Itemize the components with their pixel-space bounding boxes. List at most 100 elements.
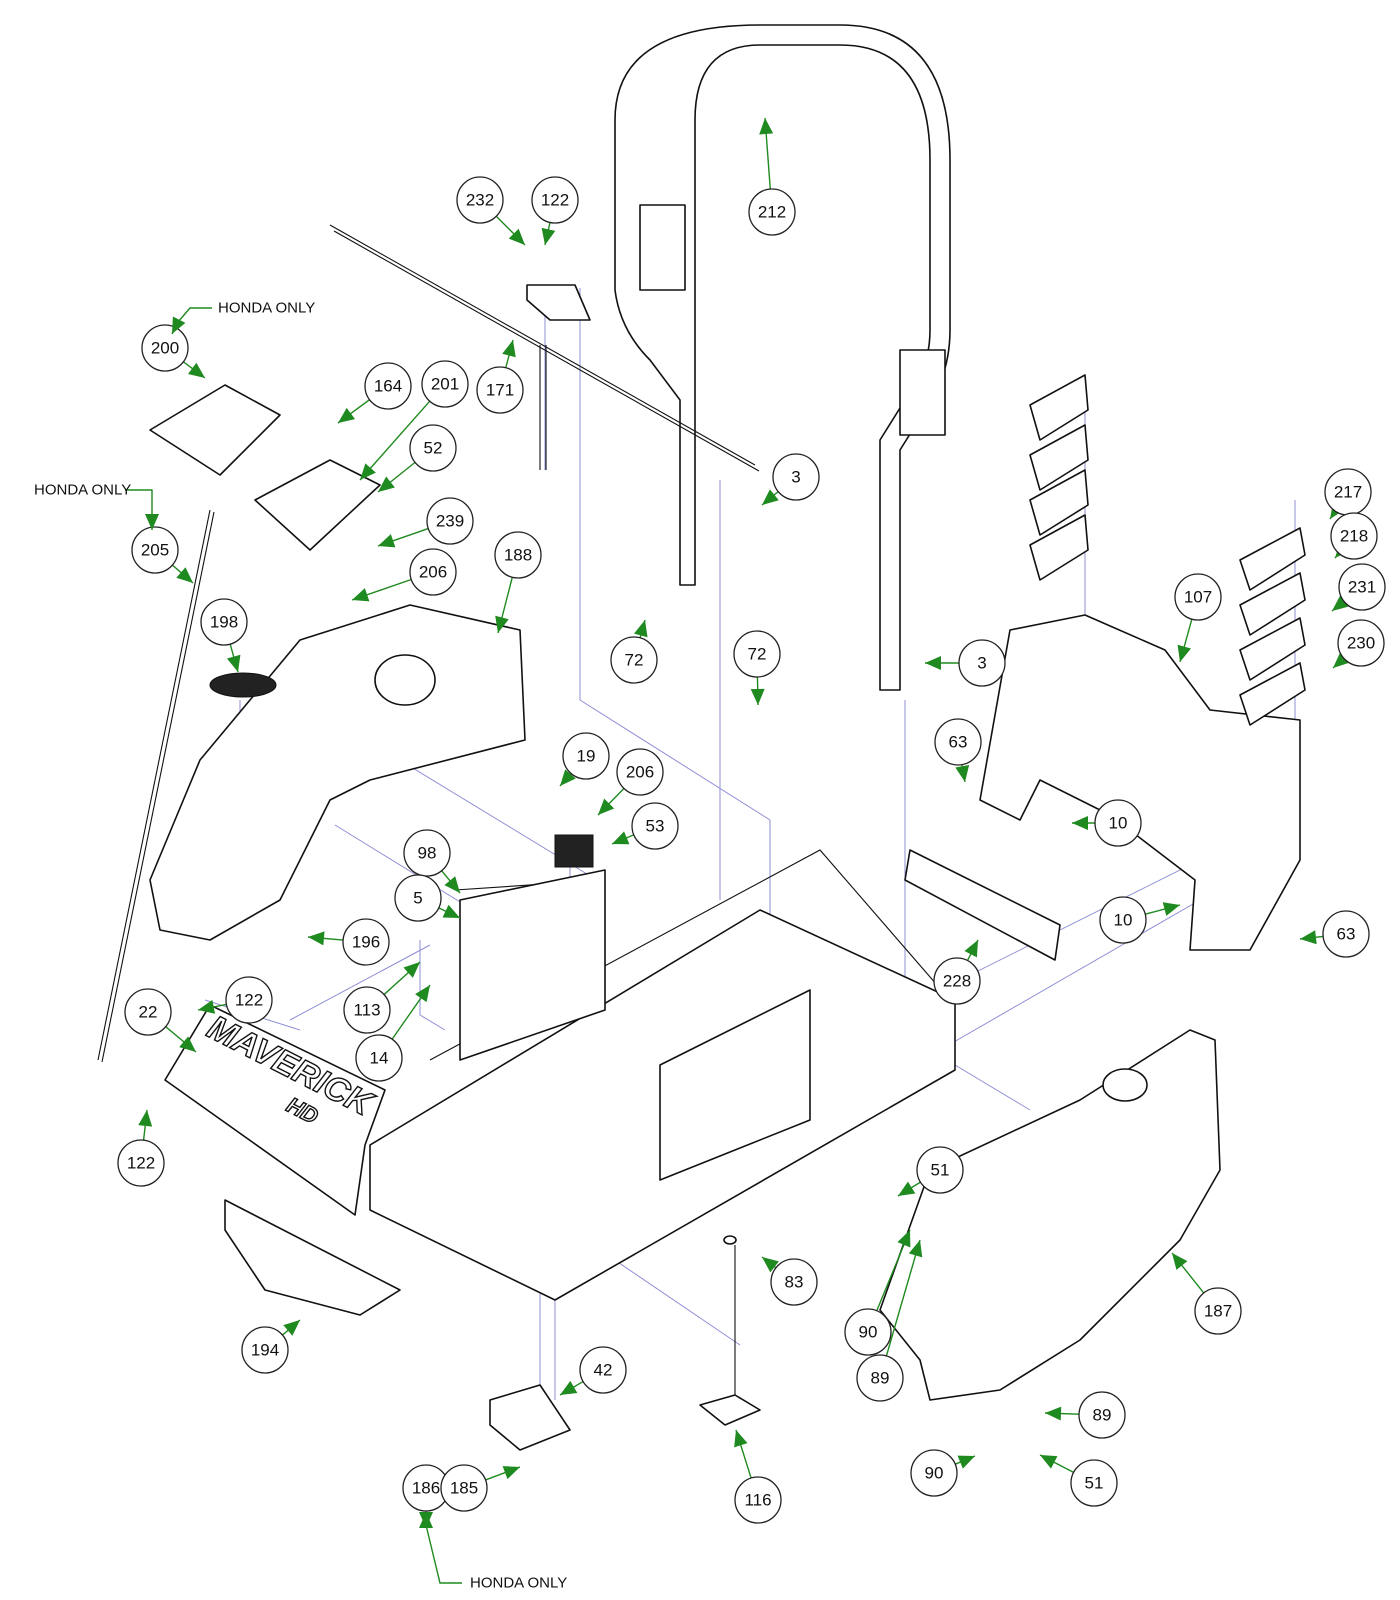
callout-14[interactable]: 14 [355,984,431,1082]
callout-balloon [403,829,451,877]
leader-arrowhead [598,798,615,815]
callout-number: 83 [785,1273,804,1292]
callout-balloon [856,1354,904,1402]
callout-19[interactable]: 19 [559,732,610,787]
callout-51[interactable]: 51 [897,1146,964,1197]
callout-42[interactable]: 42 [559,1346,627,1396]
leader-arrowhead [541,227,556,245]
leader-arrowhead [759,118,774,135]
callout-number: 10 [1109,814,1128,833]
note-text: HONDA ONLY [34,482,131,499]
callout-196[interactable]: 196 [307,918,390,966]
callout-89[interactable]: 89 [1044,1391,1126,1439]
callout-10[interactable]: 10 [1072,799,1142,847]
callout-51[interactable]: 51 [1039,1454,1118,1507]
frame-tower-right [659,989,811,1181]
callout-90[interactable]: 90 [910,1449,976,1497]
callout-205[interactable]: 205 [131,526,194,584]
callout-83[interactable]: 83 [761,1256,818,1306]
callout-201[interactable]: 201 [359,360,469,481]
callout-number: 231 [1348,578,1376,597]
callout-balloon [1078,1391,1126,1439]
leader-arrowhead [1300,930,1317,945]
callout-113[interactable]: 113 [343,961,421,1034]
decal-stack-right [1239,527,1306,726]
callout-number: 53 [646,817,665,836]
leader-arrowhead [750,688,765,705]
leader-arrowhead [403,962,420,978]
leader-arrowhead [762,489,779,505]
callout-balloon [364,362,412,410]
callout-187[interactable]: 187 [1171,1252,1242,1335]
callout-232[interactable]: 232 [456,176,526,246]
callout-122[interactable]: 122 [531,176,579,246]
callout-198[interactable]: 198 [200,598,248,673]
leader-arrowhead [1177,644,1192,662]
callout-98[interactable]: 98 [403,829,461,894]
callout-balloon [610,636,658,684]
rops-sleeve-left [639,204,686,291]
callout-122[interactable]: 122 [117,1109,165,1187]
callout-balloon [456,176,504,224]
callout-89[interactable]: 89 [856,1239,923,1402]
leader-arrowhead [378,534,396,548]
callout-3[interactable]: 3 [925,639,1006,687]
callout-107[interactable]: 107 [1174,573,1222,663]
callout-72[interactable]: 72 [733,630,781,706]
leader-arrowhead [495,615,509,633]
callout-188[interactable]: 188 [494,531,542,634]
leader-arrowhead [1045,1406,1062,1421]
callout-63[interactable]: 63 [934,718,982,783]
leader-arrowhead [502,1466,520,1480]
callout-228[interactable]: 228 [933,939,981,1005]
callout-balloon [910,1449,958,1497]
callout-number: 116 [744,1491,771,1510]
honda-only-note: HONDA ONLY [34,482,159,530]
callout-171[interactable]: 171 [476,339,524,414]
callout-number: 63 [949,733,968,752]
leader-line [885,1239,921,1357]
callout-230[interactable]: 230 [1332,619,1385,669]
frame-tower-left [459,869,606,1061]
callout-90[interactable]: 90 [844,1229,911,1356]
callout-200[interactable]: 200 [141,324,206,379]
callout-194[interactable]: 194 [241,1319,301,1374]
callout-balloon [1322,910,1370,958]
callout-balloon [958,639,1006,687]
callout-116[interactable]: 116 [734,1429,782,1524]
leader-arrowhead [502,340,516,358]
callout-185[interactable]: 185 [440,1464,521,1512]
callout-218[interactable]: 218 [1330,512,1378,560]
callout-63[interactable]: 63 [1299,910,1370,958]
callout-231[interactable]: 231 [1331,563,1386,612]
callout-3[interactable]: 3 [761,453,820,506]
callout-206[interactable]: 206 [597,748,664,816]
callout-206[interactable]: 206 [351,548,457,602]
leader-line [359,400,431,481]
callout-10[interactable]: 10 [1099,896,1181,944]
honda-only-note: HONDA ONLY [171,300,315,335]
leader-arrowhead [1332,595,1349,611]
callout-52[interactable]: 52 [377,424,457,493]
leader-arrowhead [1172,1253,1188,1270]
callout-number: 51 [1085,1474,1104,1493]
callout-72[interactable]: 72 [610,619,658,684]
callout-balloon [1330,512,1378,560]
leader-arrowhead [908,1240,923,1258]
callout-balloon [1337,619,1385,667]
callout-239[interactable]: 239 [377,497,474,548]
callout-number: 171 [486,381,514,400]
callout-number: 52 [424,439,443,458]
callout-122[interactable]: 122 [197,976,273,1024]
callout-number: 187 [1204,1302,1232,1321]
callout-number: 122 [127,1154,155,1173]
cup-holder [209,672,277,698]
callout-5[interactable]: 5 [394,874,461,922]
control-panel-201 [254,459,381,551]
callout-53[interactable]: 53 [611,802,679,850]
callout-164[interactable]: 164 [337,362,412,424]
callout-217[interactable]: 217 [1324,468,1372,520]
callout-212[interactable]: 212 [748,117,796,236]
callout-number: 42 [594,1361,613,1380]
callout-22[interactable]: 22 [124,988,197,1053]
